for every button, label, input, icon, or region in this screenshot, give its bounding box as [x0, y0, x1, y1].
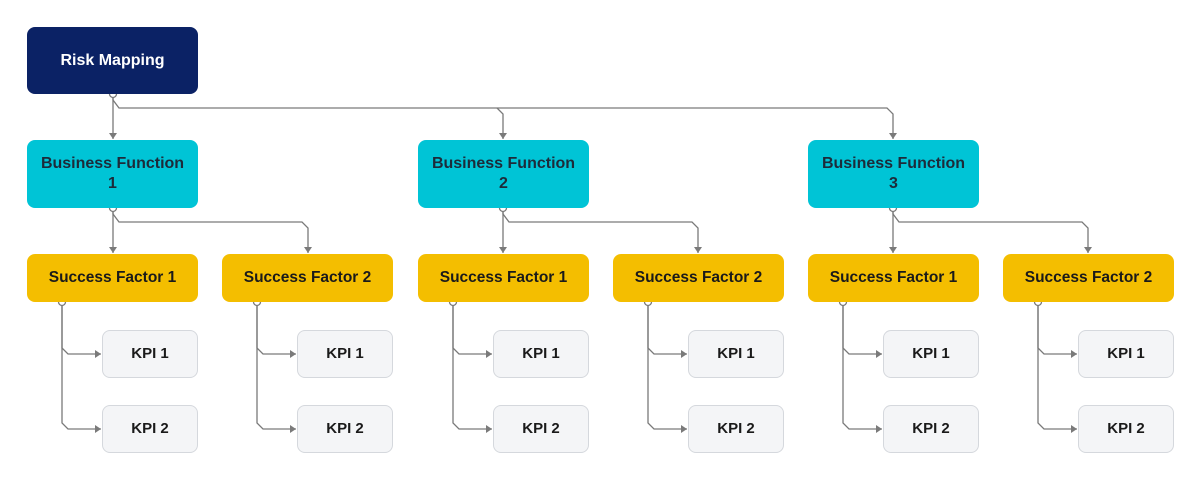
- kpi-label: KPI 1: [131, 345, 169, 362]
- connector-line: [61, 302, 101, 355]
- success-factor-label: Success Factor 1: [48, 269, 177, 286]
- connector-line: [496, 107, 504, 139]
- arrow-right-icon: [95, 425, 101, 433]
- connector-line: [1037, 302, 1077, 355]
- success-factor-label: Success Factor 1: [439, 269, 568, 286]
- connector-line: [647, 302, 687, 355]
- kpi-label: KPI 2: [326, 420, 364, 437]
- arrow-right-icon: [681, 350, 687, 358]
- business-function-label: Business Function 1: [40, 155, 185, 192]
- success-factor-node[interactable]: Success Factor 1: [418, 254, 589, 302]
- arrow-down-icon: [1084, 247, 1092, 253]
- arrow-down-icon: [889, 133, 897, 139]
- arrow-right-icon: [681, 425, 687, 433]
- connector-line: [256, 302, 296, 355]
- success-factor-label: Success Factor 1: [829, 269, 958, 286]
- arrow-down-icon: [889, 247, 897, 253]
- kpi-node[interactable]: KPI 1: [297, 330, 393, 378]
- kpi-node[interactable]: KPI 2: [297, 405, 393, 453]
- kpi-label: KPI 1: [326, 345, 364, 362]
- kpi-label: KPI 1: [522, 345, 560, 362]
- connector-line: [647, 302, 687, 430]
- kpi-node[interactable]: KPI 1: [883, 330, 979, 378]
- arrow-down-icon: [109, 133, 117, 139]
- success-factor-label: Success Factor 2: [243, 269, 372, 286]
- arrow-right-icon: [95, 350, 101, 358]
- arrow-right-icon: [1071, 350, 1077, 358]
- business-function-label: Business Function 3: [821, 155, 966, 192]
- arrow-right-icon: [290, 425, 296, 433]
- connector-line: [112, 94, 894, 139]
- arrow-right-icon: [1071, 425, 1077, 433]
- arrow-down-icon: [304, 247, 312, 253]
- connector-line: [112, 208, 309, 253]
- connector-line: [842, 302, 882, 430]
- kpi-label: KPI 1: [912, 345, 950, 362]
- kpi-node[interactable]: KPI 2: [102, 405, 198, 453]
- success-factor-node[interactable]: Success Factor 2: [222, 254, 393, 302]
- kpi-node[interactable]: KPI 1: [102, 330, 198, 378]
- connector-line: [61, 302, 101, 430]
- kpi-label: KPI 2: [522, 420, 560, 437]
- arrow-right-icon: [876, 350, 882, 358]
- success-factor-label: Success Factor 2: [1024, 269, 1153, 286]
- connector-line: [502, 208, 699, 253]
- kpi-node[interactable]: KPI 2: [493, 405, 589, 453]
- kpi-label: KPI 1: [1107, 345, 1145, 362]
- kpi-node[interactable]: KPI 2: [1078, 405, 1174, 453]
- connector-line: [1037, 302, 1077, 430]
- arrow-down-icon: [694, 247, 702, 253]
- connector-line: [452, 302, 492, 355]
- success-factor-node[interactable]: Success Factor 2: [613, 254, 784, 302]
- kpi-label: KPI 2: [717, 420, 755, 437]
- kpi-node[interactable]: KPI 1: [493, 330, 589, 378]
- kpi-node[interactable]: KPI 1: [1078, 330, 1174, 378]
- connector-line: [892, 208, 1089, 253]
- arrow-down-icon: [499, 247, 507, 253]
- kpi-label: KPI 2: [131, 420, 169, 437]
- success-factor-label: Success Factor 2: [634, 269, 763, 286]
- business-function-2-node[interactable]: Business Function 2: [418, 140, 589, 208]
- success-factor-node[interactable]: Success Factor 1: [27, 254, 198, 302]
- arrow-right-icon: [486, 350, 492, 358]
- success-factor-node[interactable]: Success Factor 2: [1003, 254, 1174, 302]
- success-factor-node[interactable]: Success Factor 1: [808, 254, 979, 302]
- kpi-node[interactable]: KPI 2: [688, 405, 784, 453]
- business-function-1-node[interactable]: Business Function 1: [27, 140, 198, 208]
- arrow-down-icon: [499, 133, 507, 139]
- root-node-risk-mapping[interactable]: Risk Mapping: [27, 27, 198, 94]
- kpi-node[interactable]: KPI 1: [688, 330, 784, 378]
- connector-line: [452, 302, 492, 430]
- arrow-right-icon: [290, 350, 296, 358]
- kpi-label: KPI 2: [912, 420, 950, 437]
- connector-line: [256, 302, 296, 430]
- business-function-label: Business Function 2: [431, 155, 576, 192]
- connector-line: [842, 302, 882, 355]
- arrow-right-icon: [876, 425, 882, 433]
- kpi-label: KPI 1: [717, 345, 755, 362]
- kpi-node[interactable]: KPI 2: [883, 405, 979, 453]
- business-function-3-node[interactable]: Business Function 3: [808, 140, 979, 208]
- kpi-label: KPI 2: [1107, 420, 1145, 437]
- root-node-label: Risk Mapping: [60, 51, 165, 69]
- arrow-down-icon: [109, 247, 117, 253]
- arrow-right-icon: [486, 425, 492, 433]
